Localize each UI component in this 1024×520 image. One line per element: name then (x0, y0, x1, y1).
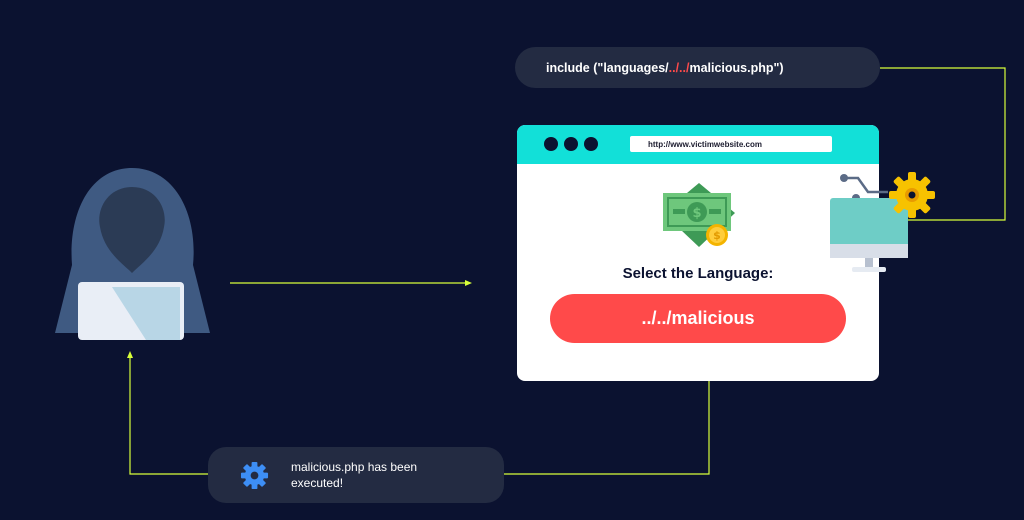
hacker-icon (55, 168, 210, 340)
server-icon (830, 172, 935, 272)
url-text: http://www.victimwebsite.com (648, 139, 762, 149)
include-connector (880, 67, 1006, 221)
include-prefix: include ("languages/ (546, 60, 669, 75)
gear-icon (889, 172, 935, 218)
gear-icon (240, 461, 269, 490)
money-icon: $ $ (663, 183, 735, 247)
include-traversal: ../../ (668, 60, 690, 75)
language-input[interactable]: ../../malicious (550, 294, 846, 343)
execution-result-pill: malicious.php has been executed! (208, 447, 504, 503)
svg-text:$: $ (692, 206, 701, 221)
window-dot (564, 137, 578, 151)
address-bar[interactable]: http://www.victimwebsite.com (630, 136, 832, 152)
result-arrow (127, 351, 208, 475)
svg-text:$: $ (713, 229, 721, 242)
execution-message: malicious.php has been executed! (291, 460, 418, 490)
browser-titlebar: http://www.victimwebsite.com (517, 125, 879, 164)
window-dot (584, 137, 598, 151)
attack-arrow (230, 280, 472, 286)
window-dot (544, 137, 558, 151)
language-input-value: ../../malicious (641, 308, 755, 328)
include-suffix: malicious.php") (689, 60, 784, 75)
execution-connector (504, 381, 710, 475)
include-code-pill: include ("languages/../../malicious.php"… (515, 47, 880, 88)
browser-window: http://www.victimwebsite.com $ $ Select … (517, 125, 879, 381)
language-prompt: Select the Language: (622, 265, 774, 282)
